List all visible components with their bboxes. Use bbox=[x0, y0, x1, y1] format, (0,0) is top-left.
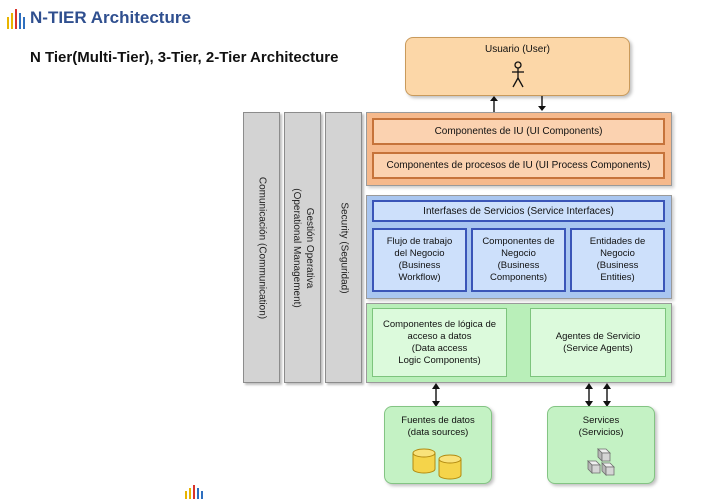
ui-components-box: Componentes de IU (UI Components) bbox=[372, 118, 665, 145]
security-label: Security (Seguridad) bbox=[338, 201, 349, 294]
services-label: Services (Servicios) bbox=[578, 415, 624, 438]
service-agents-box: Agentes de Servicio (Service Agents) bbox=[530, 308, 666, 377]
data-access-components-box: Componentes de lógica de acceso a datos … bbox=[372, 308, 507, 377]
logo-bar bbox=[197, 488, 199, 499]
user-arrows bbox=[490, 96, 546, 112]
logo-bars bbox=[7, 9, 25, 29]
user-box: Usuario (User) bbox=[405, 37, 630, 96]
business-workflow-box: Flujo de trabajo del Negocio (Business W… bbox=[372, 228, 467, 292]
operations-label: Gestión Operativa (Operational Managemen… bbox=[290, 188, 316, 308]
security-bar: Security (Seguridad) bbox=[325, 112, 362, 383]
page-title: N-TIER Architecture bbox=[30, 8, 191, 27]
data-sources-box: Fuentes de datos (data sources) bbox=[384, 406, 492, 484]
logo-bar bbox=[23, 17, 25, 29]
ui-process-components-box: Componentes de procesos de IU (UI Proces… bbox=[372, 152, 665, 179]
data-sources-label: Fuentes de datos (data sources) bbox=[401, 415, 475, 438]
database-icon bbox=[412, 448, 462, 480]
page-subtitle: N Tier(Multi-Tier), 3-Tier, 2-Tier Archi… bbox=[30, 49, 339, 66]
logo-bar bbox=[193, 485, 195, 499]
logo-bar bbox=[19, 13, 21, 29]
business-components-box: Componentes de Negocio (Business Compone… bbox=[471, 228, 566, 292]
logo-bar bbox=[201, 491, 203, 499]
service-interfaces-box: Interfases de Servicios (Service Interfa… bbox=[372, 200, 665, 222]
logo-bar bbox=[11, 13, 13, 29]
operations-label-line1: Gestión Operativa bbox=[303, 207, 315, 288]
services-box: Services (Servicios) bbox=[547, 406, 655, 484]
operations-bar: Gestión Operativa (Operational Managemen… bbox=[284, 112, 321, 383]
logo-bar bbox=[7, 17, 9, 29]
data-arrows bbox=[432, 383, 611, 407]
communication-bar: Comunicación (Communication) bbox=[243, 112, 280, 383]
operations-label-line2: (Operational Management) bbox=[290, 187, 302, 308]
logo-bar bbox=[185, 491, 187, 499]
logo-bar bbox=[189, 488, 191, 499]
communication-label: Comunicación (Communication) bbox=[256, 176, 267, 319]
logo-bar bbox=[15, 9, 17, 29]
cubes-icon bbox=[587, 448, 615, 476]
business-entities-box: Entidades de Negocio (Business Entities) bbox=[570, 228, 665, 292]
person-icon bbox=[512, 61, 524, 88]
user-label: Usuario (User) bbox=[484, 44, 550, 55]
footer-logo-bars bbox=[185, 485, 203, 499]
